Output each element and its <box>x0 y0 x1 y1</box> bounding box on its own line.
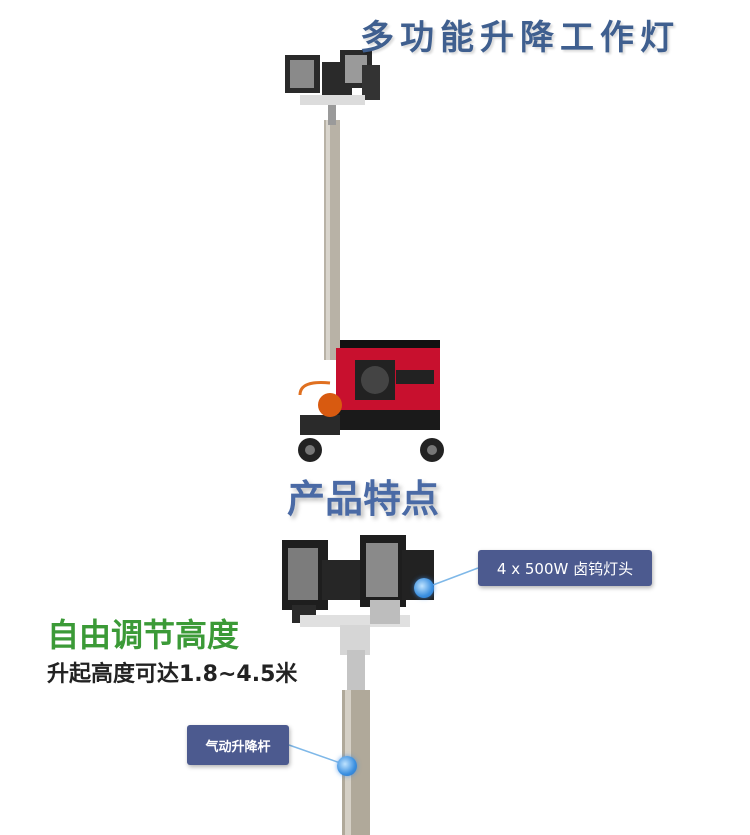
lamp-head-callout: 4 x 500W 卤钨灯头 <box>478 550 652 586</box>
lift-rod-callout: 气动升降杆 <box>187 725 289 765</box>
feature-title: 自由调节高度 <box>47 616 240 654</box>
feature-description: 升起高度可达1.8~4.5米 <box>47 662 298 687</box>
page-title: 多功能升降工作灯 <box>360 18 680 58</box>
generator <box>298 340 444 462</box>
lamp-callout-line <box>424 567 479 589</box>
rod-callout-line <box>288 744 347 766</box>
lamp-marker-dot <box>414 578 434 598</box>
rod-marker-dot <box>337 756 357 776</box>
section-title: 产品特点 <box>287 477 440 521</box>
pneumatic-mast <box>342 650 370 835</box>
lamp-heads-closeup <box>282 535 434 655</box>
light-tower-top <box>285 50 380 360</box>
